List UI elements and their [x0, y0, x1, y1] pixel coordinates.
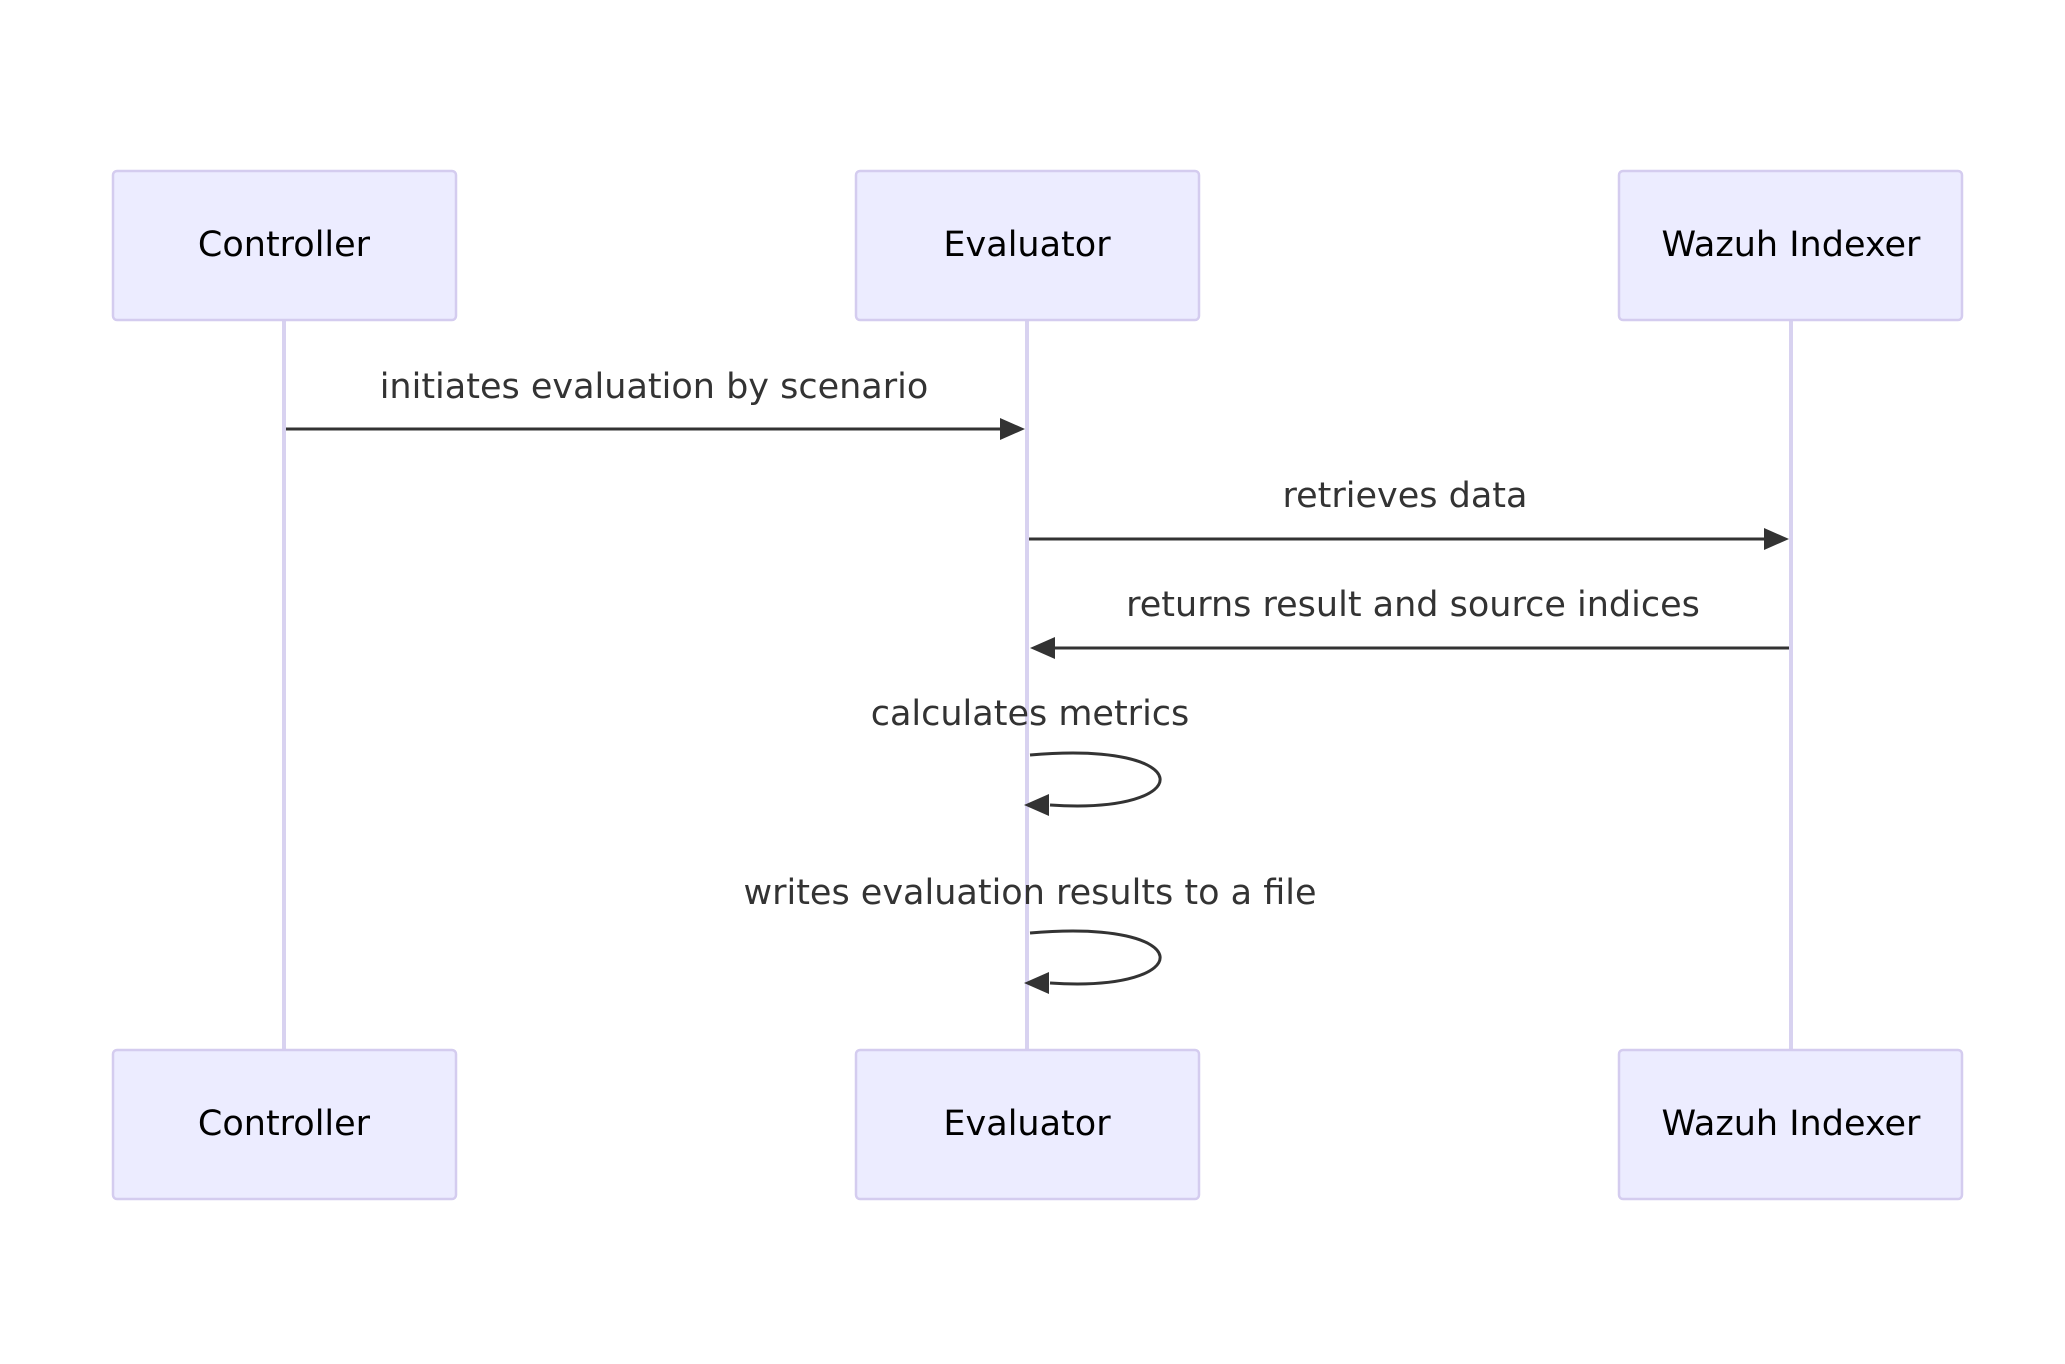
- arrowhead-icon: [1000, 418, 1025, 440]
- message-calculates-metrics: calculates metrics: [871, 694, 1190, 816]
- arrowhead-icon: [1030, 637, 1055, 659]
- self-loop-path: [1029, 751, 1162, 808]
- message-label: calculates metrics: [871, 694, 1190, 734]
- arrowhead-icon: [1024, 794, 1049, 816]
- actor-label: Evaluator: [943, 1104, 1111, 1144]
- message-retrieves-data: retrieves data: [1029, 476, 1789, 550]
- message-label: retrieves data: [1283, 476, 1528, 516]
- actor-indexer-bottom: Wazuh Indexer: [1617, 1048, 1964, 1201]
- arrowhead-icon: [1764, 528, 1789, 550]
- actor-controller-top: Controller: [111, 169, 458, 322]
- actor-label: Evaluator: [943, 225, 1111, 265]
- message-label: writes evaluation results to a file: [743, 873, 1316, 913]
- actor-label: Wazuh Indexer: [1662, 1104, 1921, 1144]
- message-returns-result: returns result and source indices: [1030, 585, 1789, 659]
- actor-label: Wazuh Indexer: [1662, 225, 1921, 265]
- actor-controller-bottom: Controller: [111, 1048, 458, 1201]
- actor-indexer-top: Wazuh Indexer: [1617, 169, 1964, 322]
- self-loop-path: [1029, 929, 1162, 986]
- arrowhead-icon: [1024, 972, 1049, 994]
- message-label: returns result and source indices: [1126, 585, 1700, 625]
- actor-label: Controller: [198, 225, 371, 265]
- actor-evaluator-bottom: Evaluator: [854, 1048, 1201, 1201]
- message-initiates-evaluation: initiates evaluation by scenario: [286, 367, 1025, 440]
- actor-label: Controller: [198, 1104, 371, 1144]
- message-writes-results: writes evaluation results to a file: [743, 873, 1317, 994]
- actor-evaluator-top: Evaluator: [854, 169, 1201, 322]
- message-label: initiates evaluation by scenario: [380, 367, 929, 407]
